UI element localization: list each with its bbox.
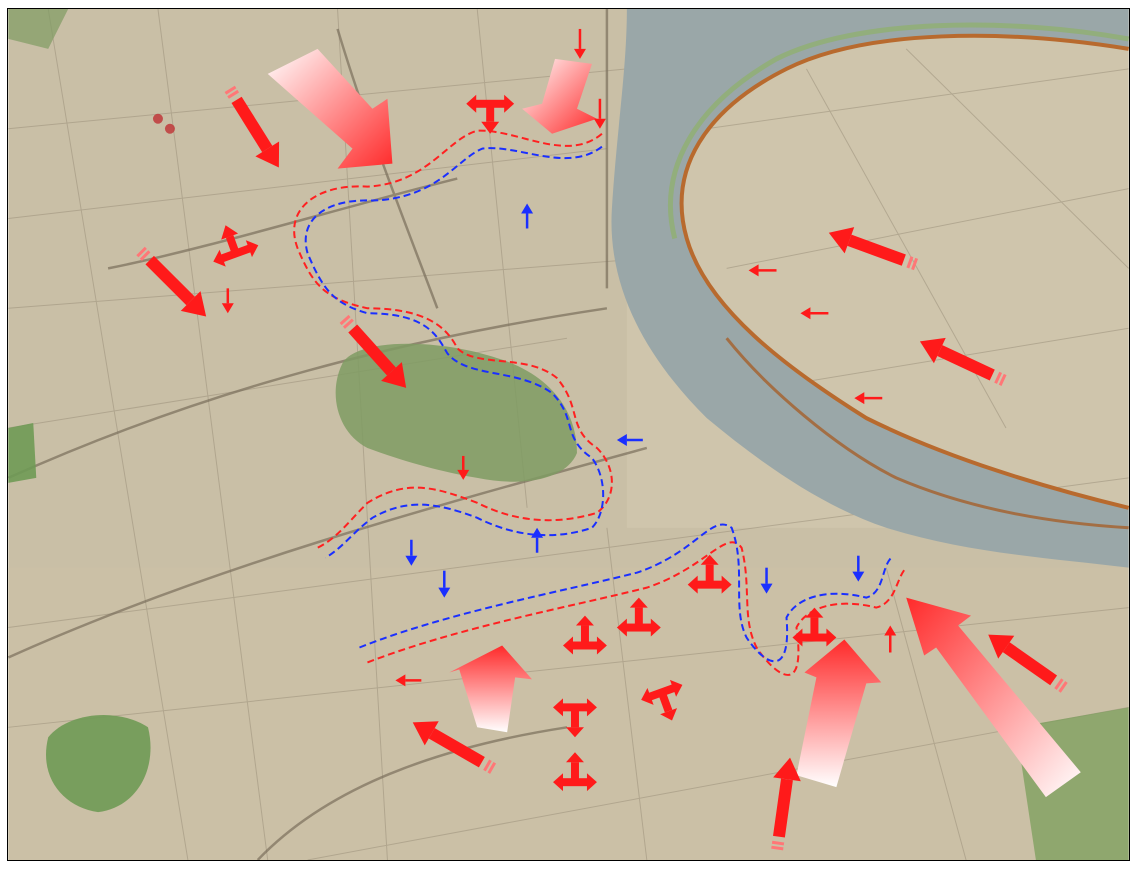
front-line-blue-south [359,523,893,663]
y-arrow-1 [553,698,597,738]
small-red-arrow-3 [221,288,234,314]
t-arrow-s2 [616,597,661,637]
river-inner-orange [725,337,1129,530]
t-arrow-west [213,225,259,267]
small-red-arrow-4 [457,455,470,480]
small-blue-arrows [405,203,865,598]
blue-arrow-6 [760,567,773,594]
large-attack-arrow-top-center [522,58,597,134]
medium-arrow-east-1 [828,227,919,271]
medium-arrow-sw [412,721,497,774]
blue-arrow-4 [405,539,418,566]
small-red-arrow-6 [800,307,829,320]
medium-arrow-nw [224,85,280,168]
blue-arrow-2 [616,434,643,446]
small-red-arrows [221,28,897,687]
medium-arrow-park [339,314,407,388]
t-arrow-s3 [687,554,732,594]
large-attack-arrow-north [267,48,393,169]
main-roads [8,9,648,860]
t-arrow-top [466,94,515,134]
blue-arrow-1 [521,203,534,229]
medium-arrow-se [988,634,1068,693]
large-attack-arrow-southwest [449,645,533,733]
small-red-arrow-2 [593,98,606,129]
river [611,9,1129,568]
medium-arrow-south [771,757,801,851]
blue-arrow-7 [852,555,865,582]
park-southwest [46,714,151,813]
small-red-arrow-9 [884,625,897,653]
small-red-arrow-5 [748,264,777,277]
t-arrow-s4 [792,607,837,647]
map-canvas [8,9,1129,860]
river-bank-orange [679,33,1129,510]
medium-arrow-w [136,246,207,317]
map-frame [7,8,1130,861]
blue-arrow-3 [531,527,544,553]
blue-arrow-5 [438,570,451,598]
t-arrow-s1 [563,615,607,655]
land-south [8,567,1129,860]
small-red-arrow-7 [854,392,883,405]
large-attack-arrow-southeast-1 [796,639,882,788]
y-arrow-2 [641,679,683,721]
small-red-arrow-1 [573,28,586,59]
park-north [8,9,69,49]
front-line-blue-north [304,145,605,559]
t-arrow-s5 [553,752,597,792]
large-attack-arrow-southeast-2 [906,597,1081,798]
river-bank-green [668,22,1129,240]
front-line-red-north [293,129,613,549]
map-symbol-nw [152,113,175,134]
small-red-arrow-8 [395,674,422,687]
front-line-red-south [367,541,907,676]
medium-attack-arrows [136,85,1068,851]
medium-arrow-east-2 [919,337,1007,386]
counter-attack-arrows [213,94,837,792]
park-west-edge [8,423,37,483]
